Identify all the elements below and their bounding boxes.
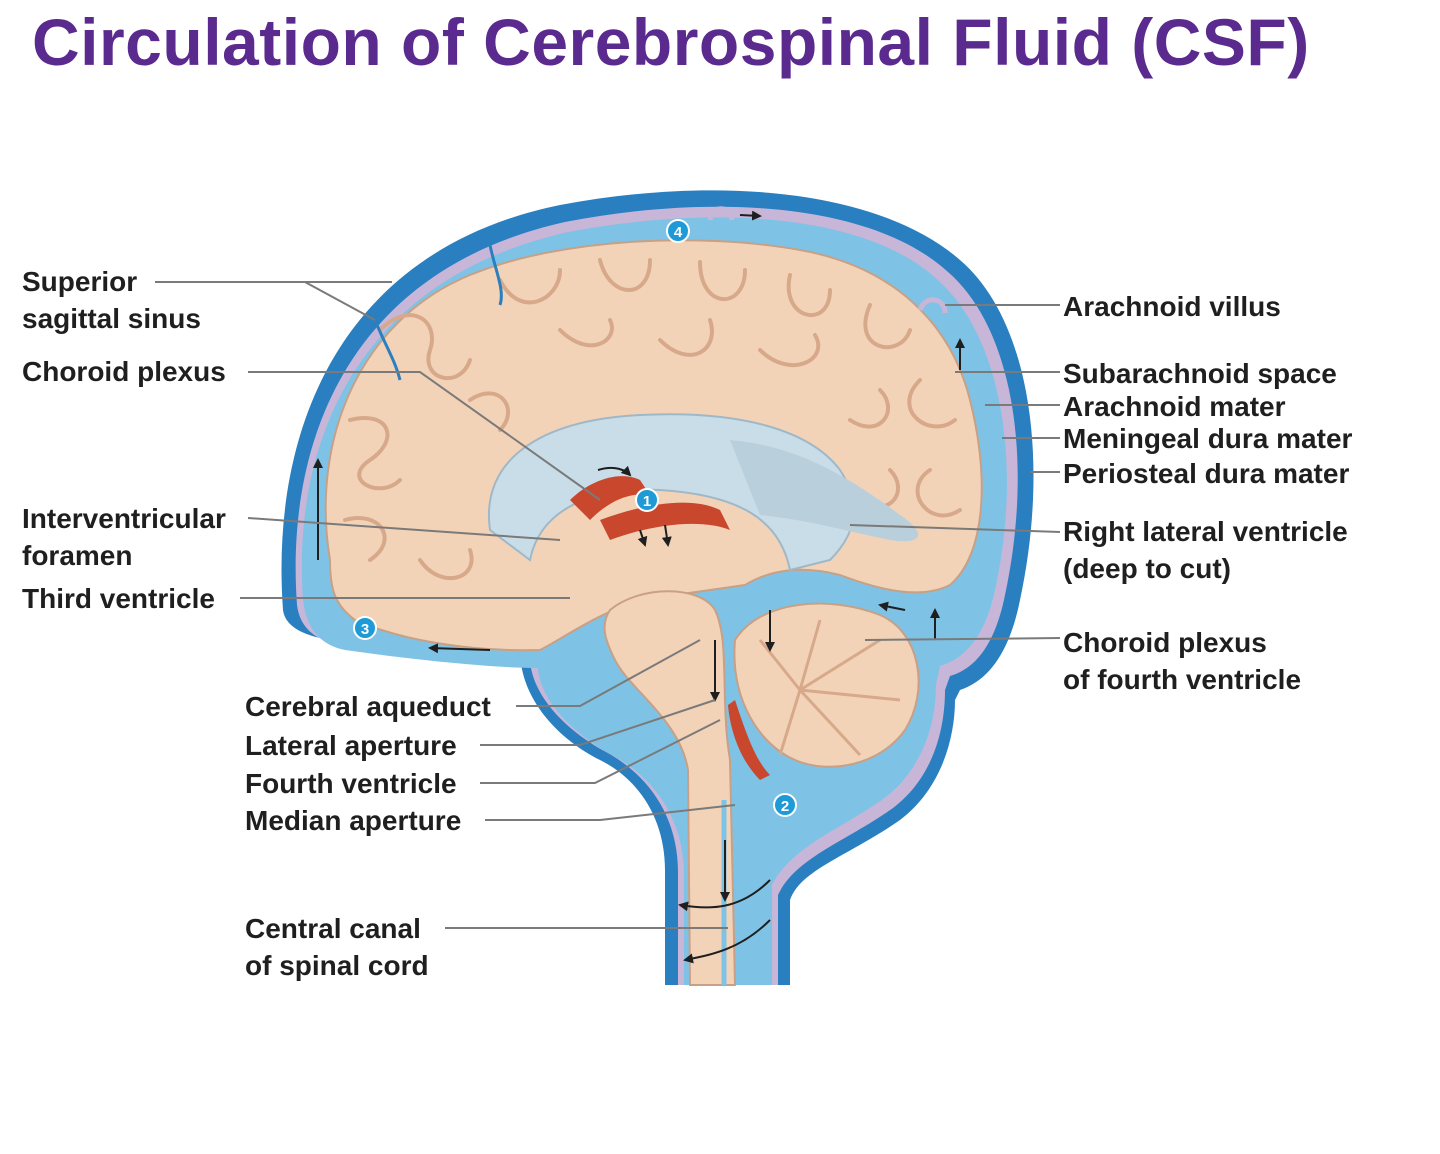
label-arachnoid-villus: Arachnoid villus [1063, 291, 1281, 322]
label-line: Choroid plexus [1063, 627, 1267, 658]
label-line: sagittal sinus [22, 303, 201, 334]
label-superior-sagittal-sinus: Superior sagittal sinus [22, 263, 201, 337]
label-median-aperture: Median aperture [245, 805, 462, 836]
leader-lines [155, 281, 1061, 929]
label-arachnoid-mater: Arachnoid mater [1063, 391, 1286, 422]
step-4-number: 4 [674, 224, 683, 241]
label-cerebral-aqueduct: Cerebral aqueduct [245, 691, 491, 722]
step-2-marker [773, 793, 797, 817]
label-meningeal-dura-mater: Meningeal dura mater [1063, 423, 1353, 454]
step-4-marker [666, 219, 690, 243]
label-line: Right lateral ventricle [1063, 516, 1348, 547]
brainstem [603, 590, 737, 986]
step-1-marker [635, 488, 659, 512]
label-fourth-ventricle: Fourth ventricle [245, 768, 457, 799]
step-1-number: 1 [643, 493, 651, 510]
label-line: Central canal [245, 913, 421, 944]
label-line: Superior [22, 266, 138, 297]
label-periosteal-dura-mater: Periosteal dura mater [1063, 458, 1350, 489]
page-title: Circulation of Cerebrospinal Fluid (CSF) [32, 5, 1310, 79]
label-line: of spinal cord [245, 950, 429, 981]
label-interventricular-foramen: Interventricular foramen [22, 500, 226, 574]
label-choroid-plexus-fourth-ventricle: Choroid plexus of fourth ventricle [1063, 624, 1301, 698]
label-line: of fourth ventricle [1063, 664, 1302, 695]
label-line: (deep to cut) [1063, 553, 1231, 584]
choroid-plexus [570, 476, 650, 520]
label-subarachnoid-space: Subarachnoid space [1063, 358, 1337, 389]
label-line: Interventricular [22, 503, 226, 534]
step-3-number: 3 [361, 621, 369, 638]
step-markers: 1 2 3 4 [353, 219, 797, 817]
step-2-number: 2 [781, 798, 789, 815]
label-central-canal: Central canal of spinal cord [245, 910, 429, 984]
label-choroid-plexus: Choroid plexus [22, 356, 226, 387]
label-line: foramen [22, 540, 133, 571]
step-3-marker [353, 616, 377, 640]
label-right-lateral-ventricle: Right lateral ventricle (deep to cut) [1063, 513, 1348, 587]
label-third-ventricle: Third ventricle [22, 583, 215, 614]
label-lateral-aperture: Lateral aperture [245, 730, 457, 761]
